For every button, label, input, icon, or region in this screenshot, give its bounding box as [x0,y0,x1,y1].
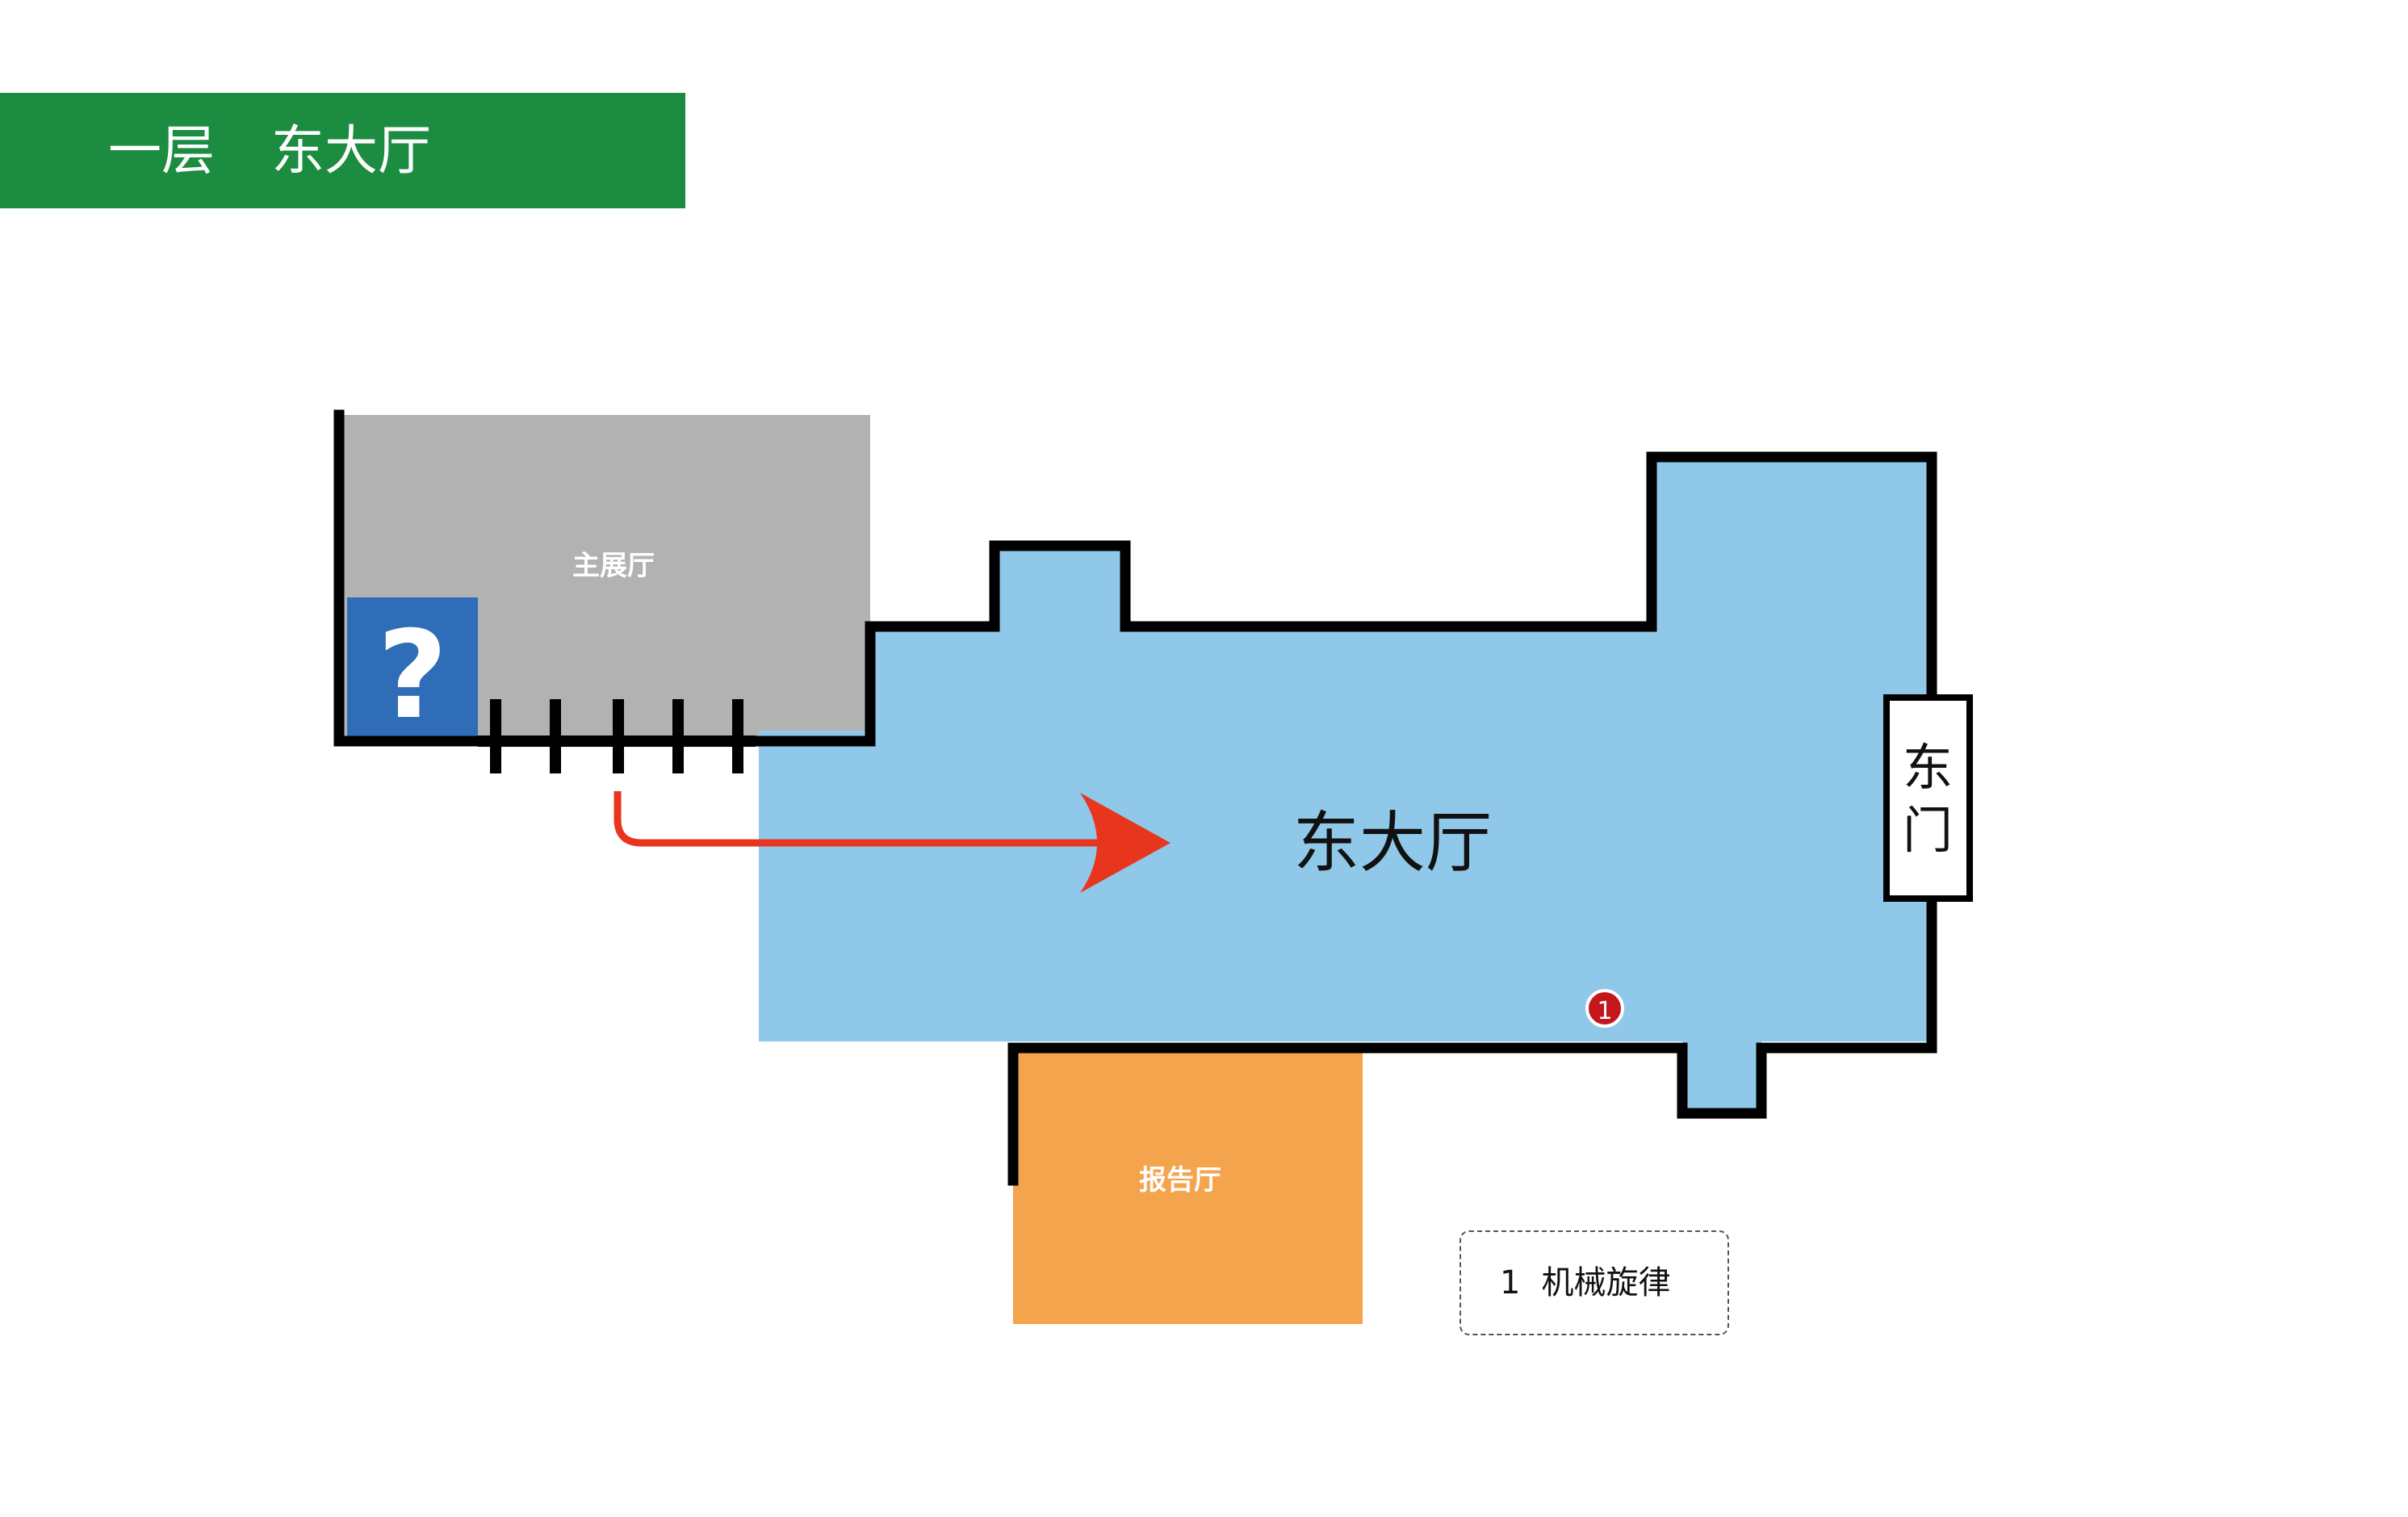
main-hall-wall [333,409,484,747]
route-arrow-head [1080,793,1170,893]
turnstile-row [478,699,756,773]
main-hall-label: 主展厅 [572,550,655,582]
legend-label: 机械旋律 [1541,1264,1671,1301]
report-hall-area[interactable] [1013,1050,1363,1324]
east-hall-area[interactable] [759,457,1932,1041]
legend-box: 1 机械旋律 [1459,1230,1729,1335]
area-label: 东大厅 [271,119,431,182]
header-banner: 一层东大厅 [0,93,685,208]
question-mark-icon: ? [377,606,447,746]
east-wall-lower [1007,899,1937,1186]
marker-number: 1 [1597,997,1612,1025]
numbered-marker-icon[interactable]: 1 [1585,989,1624,1028]
east-gate-label-2: 门 [1903,801,1953,860]
east-hall-label: 东大厅 [1293,805,1492,882]
east-gate[interactable] [1883,694,1973,902]
legend-number: 1 [1500,1264,1521,1301]
info-desk[interactable] [347,597,478,736]
east-hall-stub [1682,1041,1761,1113]
route-arrow-icon [614,791,1114,847]
east-gate-label-1: 东 [1903,738,1953,797]
floor-label: 一层 [108,119,215,182]
walls [333,409,1937,1186]
main-hall-lower-wall [750,451,1937,747]
report-hall-label: 报告厅 [1139,1164,1221,1196]
